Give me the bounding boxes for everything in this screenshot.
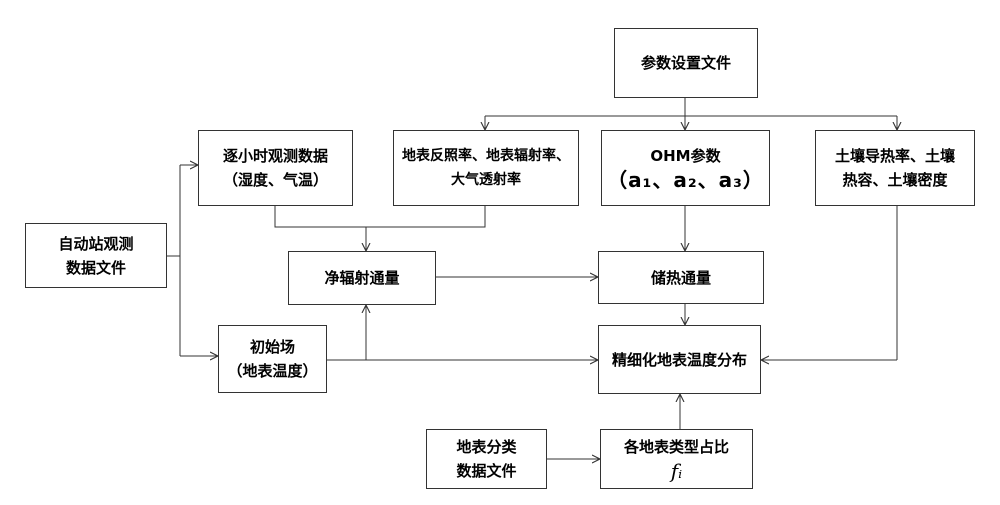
connector-param-bus [485, 98, 897, 117]
ohm-box: OHM参数 （a₁、a₂、a₃） [601, 130, 770, 206]
soil-sublabel: 热容、土壤密度 [842, 171, 948, 189]
ohm-label: OHM参数 [650, 147, 721, 165]
initial-field-label: 初始场 [249, 338, 295, 356]
net-radiation-box: 净辐射通量 [288, 251, 436, 305]
param-file-box: 参数设置文件 [614, 28, 758, 98]
initial-field-sublabel: （地表温度） [227, 362, 318, 380]
heat-storage-label: 储热通量 [650, 268, 711, 287]
hourly-obs-box: 逐小时观测数据 （湿度、气温） [198, 130, 353, 206]
param-file-label: 参数设置文件 [640, 54, 731, 72]
heat-storage-box: 储热通量 [598, 251, 764, 304]
auto-station-sublabel: 数据文件 [65, 258, 126, 277]
type-ratio-box: 各地表类型占比 fᵢ [600, 429, 753, 489]
ohm-params: （a₁、a₂、a₃） [607, 168, 764, 192]
landcover-file-sublabel: 数据文件 [456, 462, 517, 480]
soil-box: 土壤导热率、土壤 热容、土壤密度 [815, 130, 975, 206]
hourly-obs-sublabel: （湿度、气温） [222, 171, 328, 189]
connector-obs-albedo-merge [274, 206, 486, 228]
fine-lst-label: 精细化地表温度分布 [611, 350, 747, 369]
hourly-obs-label: 逐小时观测数据 [222, 147, 328, 165]
auto-station-box: 自动站观测 数据文件 [25, 223, 167, 288]
soil-label: 土壤导热率、土壤 [834, 147, 955, 165]
landcover-file-label: 地表分类 [456, 438, 517, 456]
net-radiation-label: 净辐射通量 [324, 269, 400, 287]
connector-station-split [167, 165, 181, 356]
albedo-sublabel: 大气透射率 [451, 172, 521, 188]
albedo-label: 地表反照率、地表辐射率、 [402, 148, 570, 164]
albedo-box: 地表反照率、地表辐射率、 大气透射率 [393, 130, 579, 206]
landcover-file-box: 地表分类 数据文件 [426, 429, 547, 489]
type-ratio-label: 各地表类型占比 [623, 438, 729, 456]
fine-lst-box: 精细化地表温度分布 [598, 325, 761, 394]
type-ratio-symbol: fᵢ [670, 459, 683, 483]
auto-station-label: 自动站观测 [58, 234, 134, 253]
initial-field-box: 初始场 （地表温度） [218, 325, 327, 393]
